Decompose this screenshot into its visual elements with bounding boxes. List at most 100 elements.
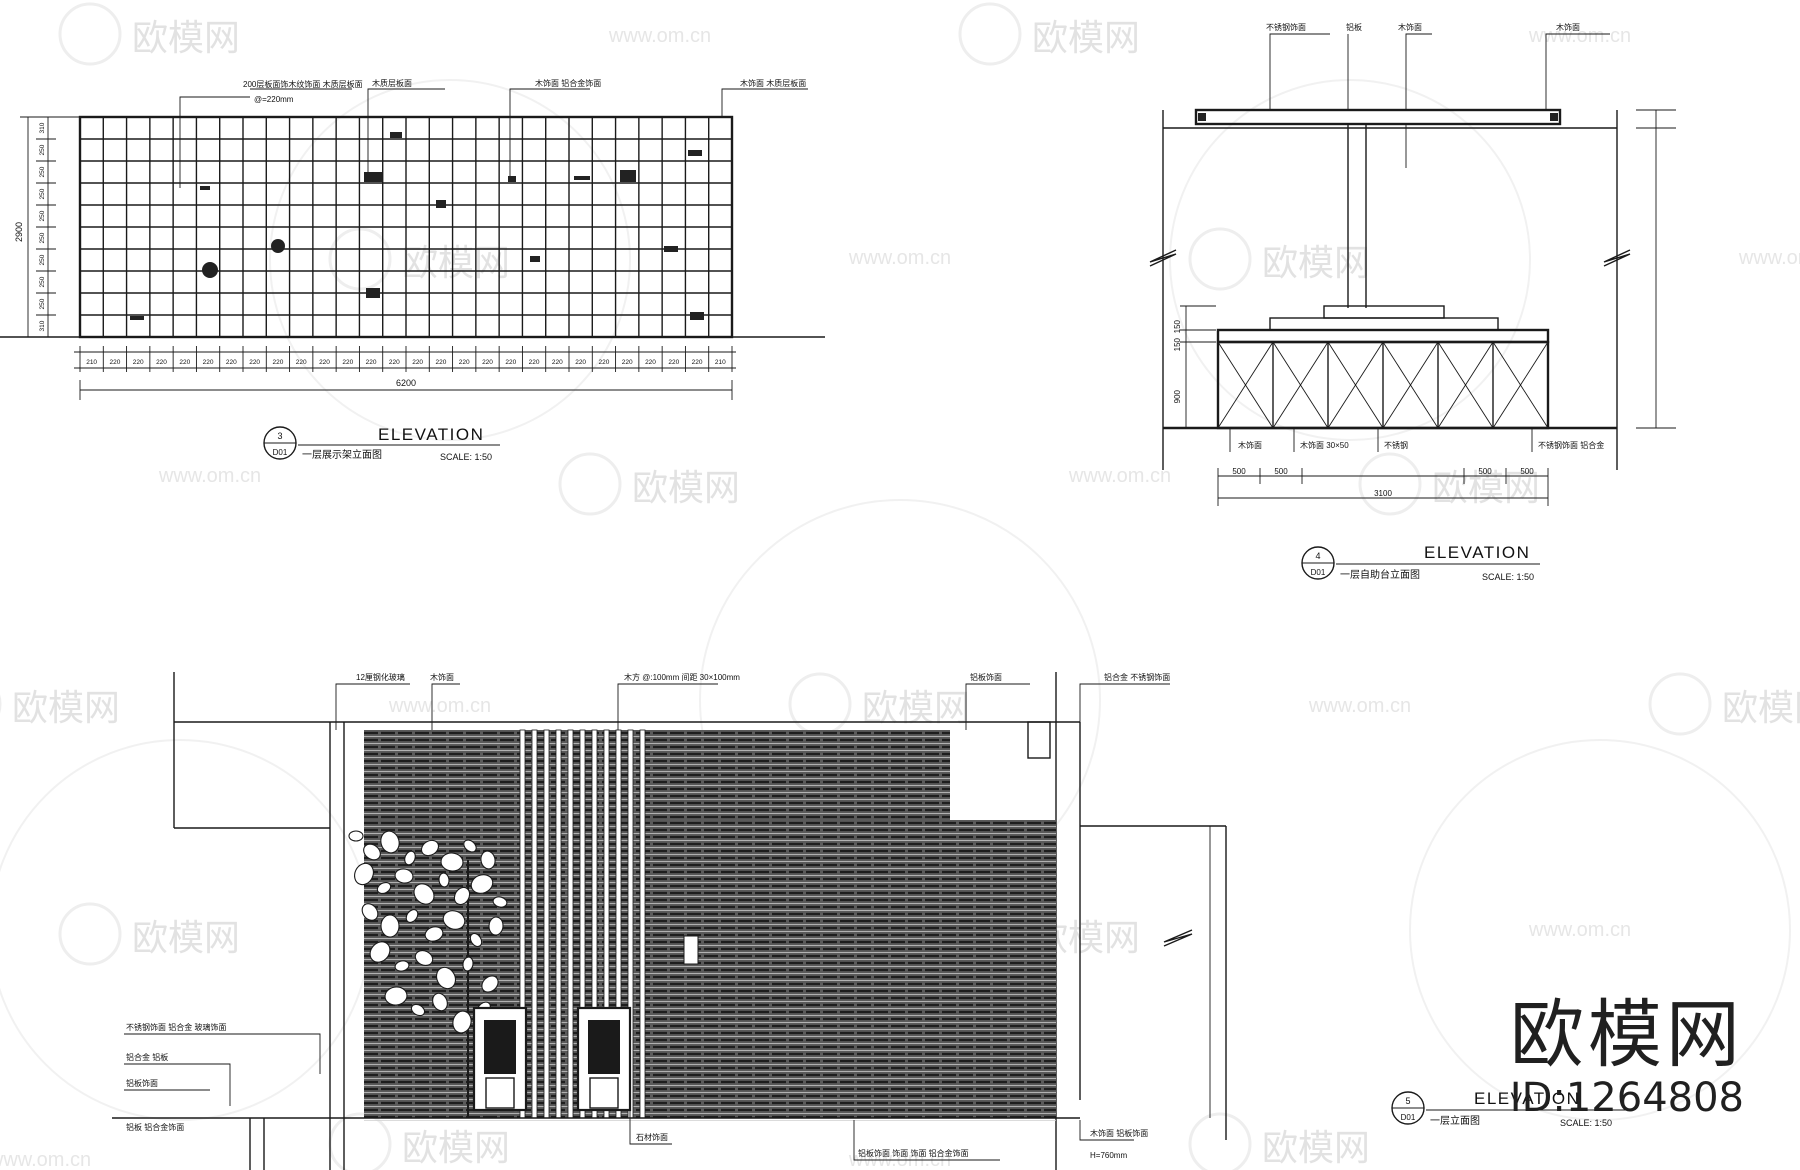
shelf-column-label: 220: [505, 359, 516, 366]
wall-heading: ELEVATION: [1474, 1089, 1580, 1108]
wall-scale: SCALE: 1:50: [1560, 1118, 1612, 1128]
wall-top-callout-2: 木饰面: [430, 672, 454, 682]
wall-top-callout-4: 铝板饰面: [970, 672, 1002, 682]
shelf-scale: SCALE: 1:50: [440, 452, 492, 462]
counter-bottom-callouts: 木饰面 木饰面 30×50 不锈钢 不锈钢饰面 铝合金: [1229, 428, 1604, 452]
shelf-callout-3: 木饰面 铝合金饰面: [535, 78, 601, 88]
counter-bottom-callout-2: 木饰面 30×50: [1300, 440, 1349, 450]
shelf-callout-4: 木饰面 木质层板面: [740, 78, 806, 88]
shelf-column-label: 220: [598, 359, 609, 366]
shelf-column-label: 220: [575, 359, 586, 366]
watermark-url: www.om.cn: [1528, 919, 1631, 941]
watermark-brand: 欧模网: [1262, 1128, 1370, 1169]
counter-dim-label-3: 500: [1478, 467, 1492, 476]
counter-sheet-code: D01: [1311, 568, 1326, 577]
shelf-row-label: 250: [39, 144, 46, 155]
counter-dim-label-4: 500: [1520, 467, 1534, 476]
shelf-total-width: 6200: [396, 378, 416, 388]
counter-dim-label-1: 500: [1232, 467, 1246, 476]
shelf-column-label: 220: [692, 359, 703, 366]
counter-height-label-1: 150: [1173, 319, 1182, 333]
shelf-column-label: 220: [133, 359, 144, 366]
shelf-column-label: 220: [272, 359, 283, 366]
shelf-grid: [80, 117, 732, 337]
wall-top-callout-1: 12厘钢化玻璃: [356, 672, 405, 682]
watermark-brand: 欧模网: [12, 688, 120, 729]
shelf-callout-2: 木质层板面: [372, 78, 412, 88]
counter-top-callout-3: 木饰面: [1398, 22, 1422, 32]
counter-top-callout-2: 铝板: [1346, 22, 1362, 32]
shelf-column-label: 220: [156, 359, 167, 366]
shelf-row-label: 310: [39, 122, 46, 133]
counter-top-callout-1: 不锈钢饰面: [1266, 22, 1306, 32]
shelf-row-label: 250: [39, 254, 46, 265]
wall-bottom-callout-2: 铝板饰面 饰面 饰面 铝合金饰面: [858, 1148, 969, 1158]
brand-logo-name: 欧模网: [1509, 992, 1744, 1078]
shelf-row-label: 250: [39, 166, 46, 177]
shelf-column-label: 220: [668, 359, 679, 366]
shelf-row-label: 250: [39, 188, 46, 199]
shelf-column-label: 220: [622, 359, 633, 366]
wall-drawing-number: 5: [1405, 1096, 1410, 1106]
wall-left-callout-4: 铝板 铝合金饰面: [126, 1122, 184, 1132]
shelf-row-label: 250: [39, 232, 46, 243]
counter-caption: 一层自助台立面图: [1340, 568, 1420, 581]
shelf-row-label: 250: [39, 276, 46, 287]
watermark-brand: 欧模网: [132, 918, 240, 959]
counter-bottom-callout-4: 不锈钢饰面 铝合金: [1538, 440, 1604, 450]
shelf-column-label: 220: [412, 359, 423, 366]
watermark-url: www.om.cn: [1308, 695, 1411, 717]
brand-logo: 欧模网 ID:1264808: [1510, 998, 1744, 1118]
wall-left-callout-3: 铝板饰面: [126, 1078, 158, 1088]
wall-left-callout-2: 铝合金 铝板: [126, 1052, 168, 1062]
shelf-column-label: 220: [249, 359, 260, 366]
wall-bottom-callouts: 石材饰面 铝板饰面 饰面 饰面 铝合金饰面 木饰面 铝板饰面 H=760mm: [629, 1100, 1148, 1161]
shelf-column-label: 220: [529, 359, 540, 366]
wall-elevation: 12厘钢化玻璃 木饰面 木方 @:100mm 间距 30×100mm 铝板饰面 …: [112, 672, 1630, 1170]
shelf-column-label: 220: [342, 359, 353, 366]
watermark-brand: 欧模网: [1722, 688, 1800, 729]
wall-top-callout-5: 铝合金 不锈钢饰面: [1104, 672, 1170, 682]
shelf-dimensions: [20, 116, 736, 400]
counter-drawing-number: 4: [1315, 551, 1320, 561]
counter-bottom-callout-1: 木饰面: [1238, 440, 1262, 450]
counter-top-tier: [1323, 305, 1445, 319]
shelf-caption: 一层展示架立面图: [302, 448, 382, 461]
wall-left-callout-1: 不锈钢饰面 铝合金 玻璃饰面: [126, 1022, 226, 1032]
shelf-column-label: 220: [226, 359, 237, 366]
shelf-title-block: 3 D01 ELEVATION 一层展示架立面图 SCALE: 1:50: [263, 425, 500, 462]
counter-elevation: 150 150 900 不锈钢饰面 铝板 木饰面 木饰面 木饰面 木饰面 30×…: [1149, 22, 1676, 582]
watermark-url: www.om.cn: [0, 1149, 91, 1170]
watermark-brand: 欧模网: [1432, 468, 1540, 509]
shelf-drawing-number: 3: [277, 431, 282, 441]
watermark-url: www.om.cn: [1738, 247, 1800, 269]
watermark-url: www.om.cn: [848, 247, 951, 269]
watermark-url: www.om.cn: [158, 465, 261, 487]
wall-bottom-callout-4: H=760mm: [1090, 1151, 1127, 1160]
counter-break-left: [1149, 249, 1177, 267]
counter-top-callout-4: 木饰面: [1556, 22, 1580, 32]
watermark-brand: 欧模网: [402, 1128, 510, 1169]
wall-bottom-callout-3: 木饰面 铝板饰面: [1090, 1128, 1148, 1138]
wall-bottom-callout-1: 石材饰面: [636, 1132, 668, 1142]
watermark-url: www.om.cn: [388, 695, 491, 717]
wall-sheet-code: D01: [1401, 1113, 1416, 1122]
shelf-sheet-code: D01: [273, 448, 288, 457]
shelf-heading: ELEVATION: [378, 425, 484, 444]
watermark-brand: 欧模网: [1032, 18, 1140, 59]
wall-top-callouts: 12厘钢化玻璃 木饰面 木方 @:100mm 间距 30×100mm 铝板饰面 …: [335, 672, 1170, 730]
watermark-brand: 欧模网: [632, 468, 740, 509]
model-id-label: ID:1264808: [1509, 1075, 1744, 1121]
shelf-column-label: 220: [459, 359, 470, 366]
shelf-row-label: 310: [39, 320, 46, 331]
shelf-callout-1: 200层板面饰木纹饰面 木质层板面: [243, 79, 363, 89]
watermark-brand: 欧模网: [862, 688, 970, 729]
counter-break-right: [1603, 249, 1631, 267]
shelf-column-label: 220: [482, 359, 493, 366]
counter-canopy: [1194, 108, 1562, 126]
